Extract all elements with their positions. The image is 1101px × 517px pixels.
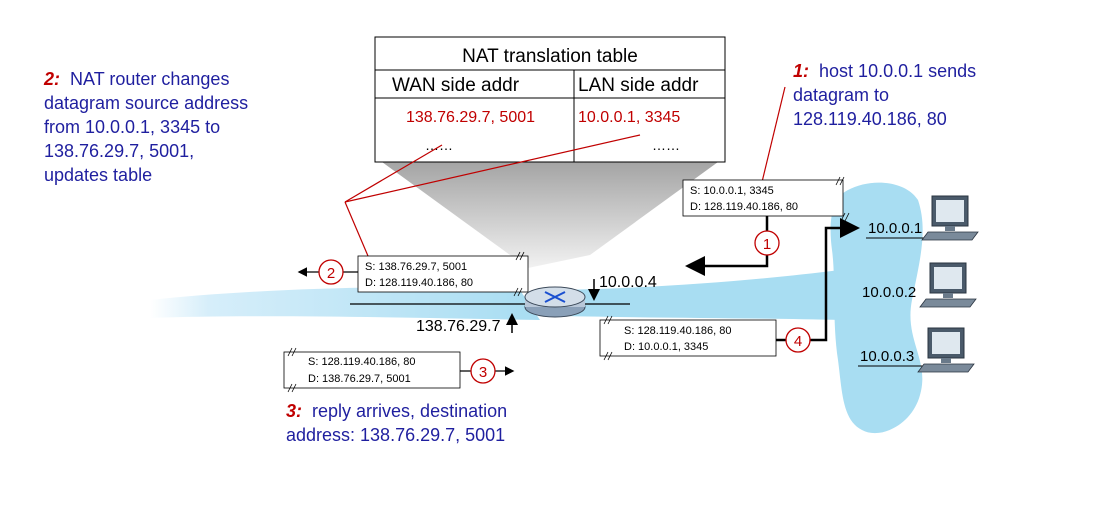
datagram-2-dst: D: 128.119.40.186, 80	[365, 277, 473, 289]
step2-circle-label: 2	[327, 265, 335, 282]
datagram-2: S: 138.76.29.7, 5001 D: 128.119.40.186, …	[357, 251, 529, 297]
datagram-4-dst: D: 10.0.0.1, 3345	[624, 341, 708, 353]
host-2-addr: 10.0.0.2	[862, 284, 916, 301]
host-3-addr: 10.0.0.3	[860, 348, 914, 365]
lan-entry: 10.0.0.1, 3345	[578, 109, 680, 126]
step1-circle: 1	[754, 230, 780, 256]
step4-circle: 4	[785, 327, 811, 353]
computer-icon	[917, 327, 975, 373]
step2-line: updates table	[44, 165, 152, 185]
host-1-addr: 10.0.0.1	[868, 220, 922, 237]
datagram-1-dst: D: 128.119.40.186, 80	[690, 201, 798, 213]
wan-side-header: WAN side addr	[392, 75, 520, 96]
step4-circle-label: 4	[794, 333, 802, 350]
host-3: 10.0.0.3	[858, 327, 975, 373]
router-icon	[544, 291, 566, 303]
datagram-4: S: 128.119.40.186, 80 D: 10.0.0.1, 3345	[599, 315, 777, 361]
step1-line: host 10.0.0.1 sends	[819, 61, 976, 81]
step2-circle: 2	[318, 259, 344, 285]
datagram-4-src: S: 128.119.40.186, 80	[624, 325, 731, 337]
wan-link	[150, 287, 540, 320]
svg-text:1: host 10.0.0.1 sends: 1: host 10.0.0.1 sends	[793, 61, 976, 81]
wan-entry: 138.76.29.7, 5001	[406, 109, 535, 126]
lan-link	[560, 270, 842, 320]
step2-line: datagram source address	[44, 93, 248, 113]
nat-router	[350, 286, 630, 318]
step1-pointer-line	[761, 86, 786, 183]
router-wan-addr: 138.76.29.7	[416, 318, 501, 335]
step3-number: 3:	[286, 401, 302, 421]
step3-line: address: 138.76.29.7, 5001	[286, 425, 505, 445]
lan-side-header: LAN side addr	[578, 75, 699, 96]
computer-icon	[919, 262, 977, 308]
table-projection-cone	[382, 162, 718, 268]
datagram-3: S: 128.119.40.186, 80 D: 138.76.29.7, 50…	[283, 347, 461, 393]
step3-circle: 3	[470, 358, 496, 384]
svg-text:2: NAT router changes: 2: NAT router changes	[43, 69, 229, 89]
lan-more: ……	[652, 137, 680, 153]
step2-line: NAT router changes	[70, 69, 229, 89]
step1-line: 128.119.40.186, 80	[793, 109, 947, 129]
router-lan-addr: 10.0.0.4	[599, 274, 657, 291]
datagram-1: S: 10.0.0.1, 3345 D: 128.119.40.186, 80	[682, 176, 850, 222]
datagram-3-src: S: 128.119.40.186, 80	[308, 356, 415, 368]
step2-pointer-lines	[344, 134, 641, 257]
host-1: 10.0.0.1	[866, 195, 979, 241]
datagram-3-dst: D: 138.76.29.7, 5001	[308, 373, 411, 385]
step1-line: datagram to	[793, 85, 889, 105]
step1-number: 1:	[793, 61, 809, 81]
lan-network-blob	[830, 182, 923, 434]
datagram-1-src: S: 10.0.0.1, 3345	[690, 185, 774, 197]
step3-line: reply arrives, destination	[312, 401, 507, 421]
step2-line: from 10.0.0.1, 3345 to	[44, 117, 220, 137]
nat-table-title: NAT translation table	[462, 46, 638, 67]
step1-annotation: 1: host 10.0.0.1 sends datagram to 128.1…	[793, 61, 976, 129]
svg-text:3: reply arrives, destin: 3: reply arrives, destination	[286, 401, 507, 421]
wan-more: ……	[425, 137, 453, 153]
step1-circle-label: 1	[763, 236, 771, 253]
computer-icon	[921, 195, 979, 241]
step2-annotation: 2: NAT router changes datagram source ad…	[43, 69, 248, 185]
host-2: 10.0.0.2	[862, 262, 977, 308]
step2-line: 138.76.29.7, 5001,	[44, 141, 194, 161]
step3-annotation: 3: reply arrives, destination address: 1…	[286, 401, 507, 445]
nat-table: NAT translation table WAN side addr LAN …	[374, 36, 726, 163]
step2-number: 2:	[43, 69, 60, 89]
datagram-2-src: S: 138.76.29.7, 5001	[365, 261, 467, 273]
step3-circle-label: 3	[479, 364, 487, 381]
